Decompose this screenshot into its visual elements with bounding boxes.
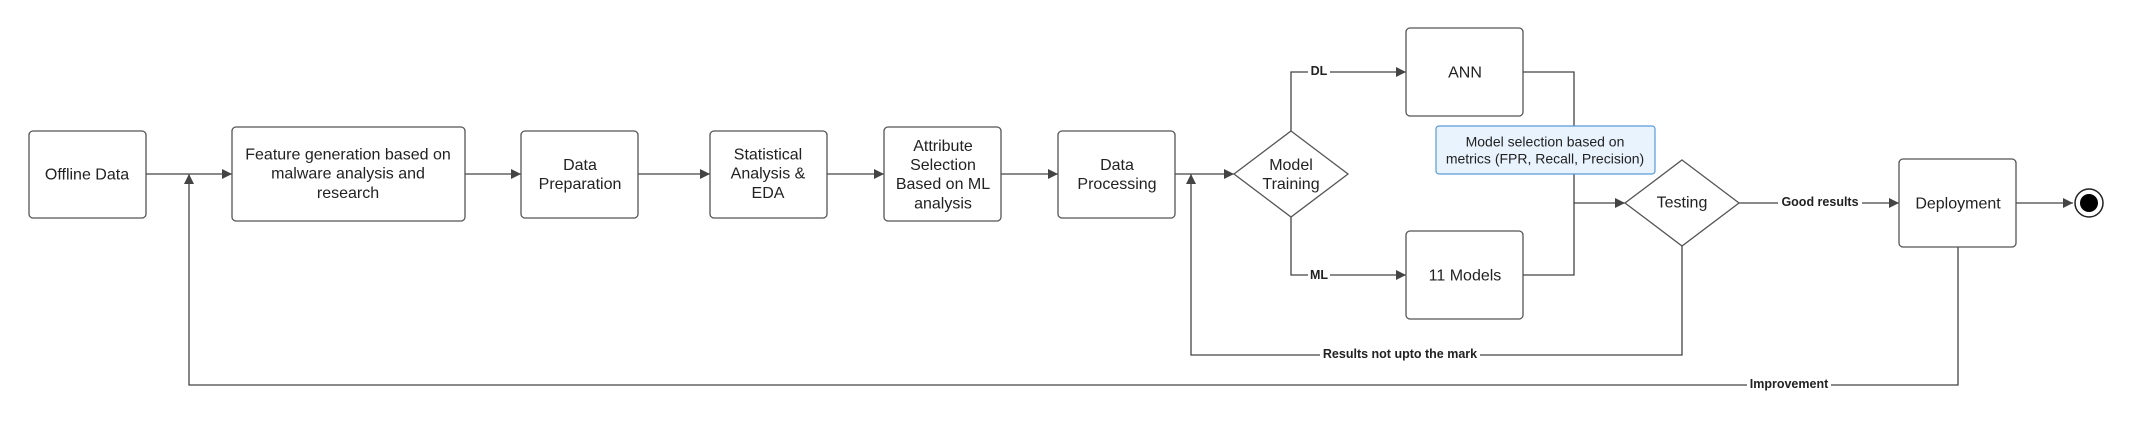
edge-label-good-results: Good results (1781, 195, 1858, 209)
node-ann: ANN (1405, 27, 1524, 117)
node-feature-generation: Feature generation based on malware analy… (231, 126, 466, 222)
edge-label-dl: DL (1311, 64, 1328, 78)
node-deployment: Deployment (1898, 158, 2017, 248)
node-offline-data: Offline Data (28, 130, 147, 219)
edge-label-results-not-upto-mark: Results not upto the mark (1323, 347, 1477, 361)
edge-models-to-testing (1523, 203, 1575, 276)
node-attribute-selection-label-line-3: Based on ML (896, 176, 990, 193)
node-attribute-selection-label-line-1: Attribute (913, 138, 973, 155)
node-feature-generation-label: Feature generation based on malware analy… (245, 146, 450, 201)
edges (146, 67, 2073, 386)
node-offline-data-label: Offline Data (45, 167, 129, 184)
node-statistical-analysis-label-line-1: Statistical (734, 146, 802, 163)
end-node (2074, 188, 2104, 218)
node-deployment-label-line-1: Deployment (1915, 196, 2001, 213)
node-ann-label: ANN (1448, 65, 1482, 82)
node-feature-generation-label-line-3: research (317, 185, 379, 202)
edge-labels: DL ML Good results Results not upto the … (1308, 63, 1862, 393)
node-eleven-models-label-line-1: 11 Models (1429, 268, 1502, 285)
edge-label-ml: ML (1310, 268, 1328, 282)
node-attribute-selection-label-line-4: analysis (914, 195, 972, 212)
node-model-training-label-line-1: Model (1269, 157, 1313, 174)
node-eleven-models-label: 11 Models (1429, 268, 1502, 285)
node-testing-label: Testing (1657, 195, 1708, 212)
node-statistical-analysis-label-line-2: Analysis & (731, 166, 806, 183)
node-data-processing-label-line-1: Data (1100, 157, 1134, 174)
node-deployment-label: Deployment (1915, 196, 2001, 213)
node-feature-generation-label-line-1: Feature generation based on (245, 146, 450, 163)
edge-improvement-loop (184, 174, 1959, 386)
node-eleven-models: 11 Models (1405, 230, 1524, 320)
node-offline-data-label-line-1: Offline Data (45, 167, 129, 184)
node-statistical-analysis-label-line-3: EDA (752, 185, 785, 202)
note-model-selection-text-line-2: metrics (FPR, Recall, Precision) (1446, 150, 1644, 166)
edge-training-to-models (1290, 217, 1406, 280)
node-testing: Testing (1623, 159, 1741, 247)
node-data-processing-label-line-2: Processing (1077, 176, 1156, 193)
node-data-preparation-label-line-1: Data (563, 157, 597, 174)
end-node-inner-dot (2080, 194, 2098, 212)
node-attribute-selection-label-line-2: Selection (910, 157, 976, 174)
node-data-preparation-label-line-2: Preparation (539, 176, 622, 193)
note-model-selection-text-line-1: Model selection based on (1466, 134, 1625, 150)
node-model-training-label-line-2: Training (1262, 176, 1319, 193)
edge-label-improvement: Improvement (1750, 377, 1829, 391)
node-feature-generation-label-line-2: malware analysis and (271, 166, 425, 183)
node-testing-label-line-1: Testing (1657, 195, 1708, 212)
edge-training-to-ann (1290, 67, 1406, 131)
node-ann-label-line-1: ANN (1448, 65, 1482, 82)
